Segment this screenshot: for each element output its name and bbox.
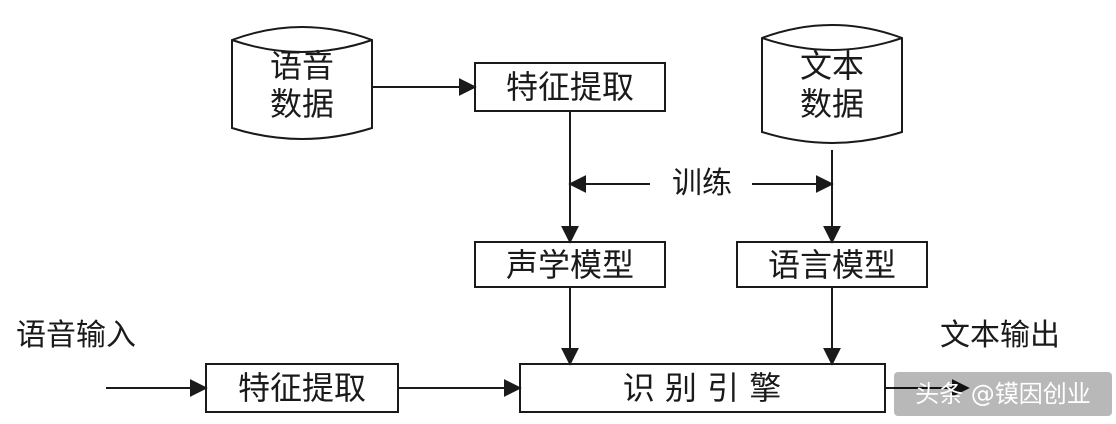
watermark-text: 头条 @镆因创业 bbox=[915, 380, 1091, 408]
recognition-engine-label: 识 别 引 擎 bbox=[623, 369, 782, 407]
speech-input-label: 语音输入 bbox=[16, 318, 136, 353]
recognition-engine-box bbox=[519, 363, 886, 413]
speech-data-line2: 数据 bbox=[270, 85, 334, 123]
feature-extraction-bottom-label: 特征提取 bbox=[238, 369, 366, 407]
speech-data-line1: 语音 bbox=[270, 47, 334, 85]
text-data-line1: 文本 bbox=[800, 47, 864, 85]
training-label: 训练 bbox=[672, 166, 732, 201]
feature-extraction-top-label: 特征提取 bbox=[506, 68, 634, 106]
watermark-backdrop bbox=[894, 372, 1112, 416]
watermark: 头条 @镆因创业 bbox=[894, 372, 1112, 416]
acoustic-model-label: 声学模型 bbox=[506, 246, 634, 284]
language-model-label: 语言模型 bbox=[768, 246, 896, 284]
speech-data-store: 语音 数据 bbox=[231, 26, 373, 140]
text-data-line2: 数据 bbox=[800, 85, 864, 123]
text-data-store: 文本 数据 bbox=[761, 24, 903, 144]
acoustic-model-box bbox=[474, 241, 666, 288]
text-output-label: 文本输出 bbox=[940, 318, 1060, 353]
